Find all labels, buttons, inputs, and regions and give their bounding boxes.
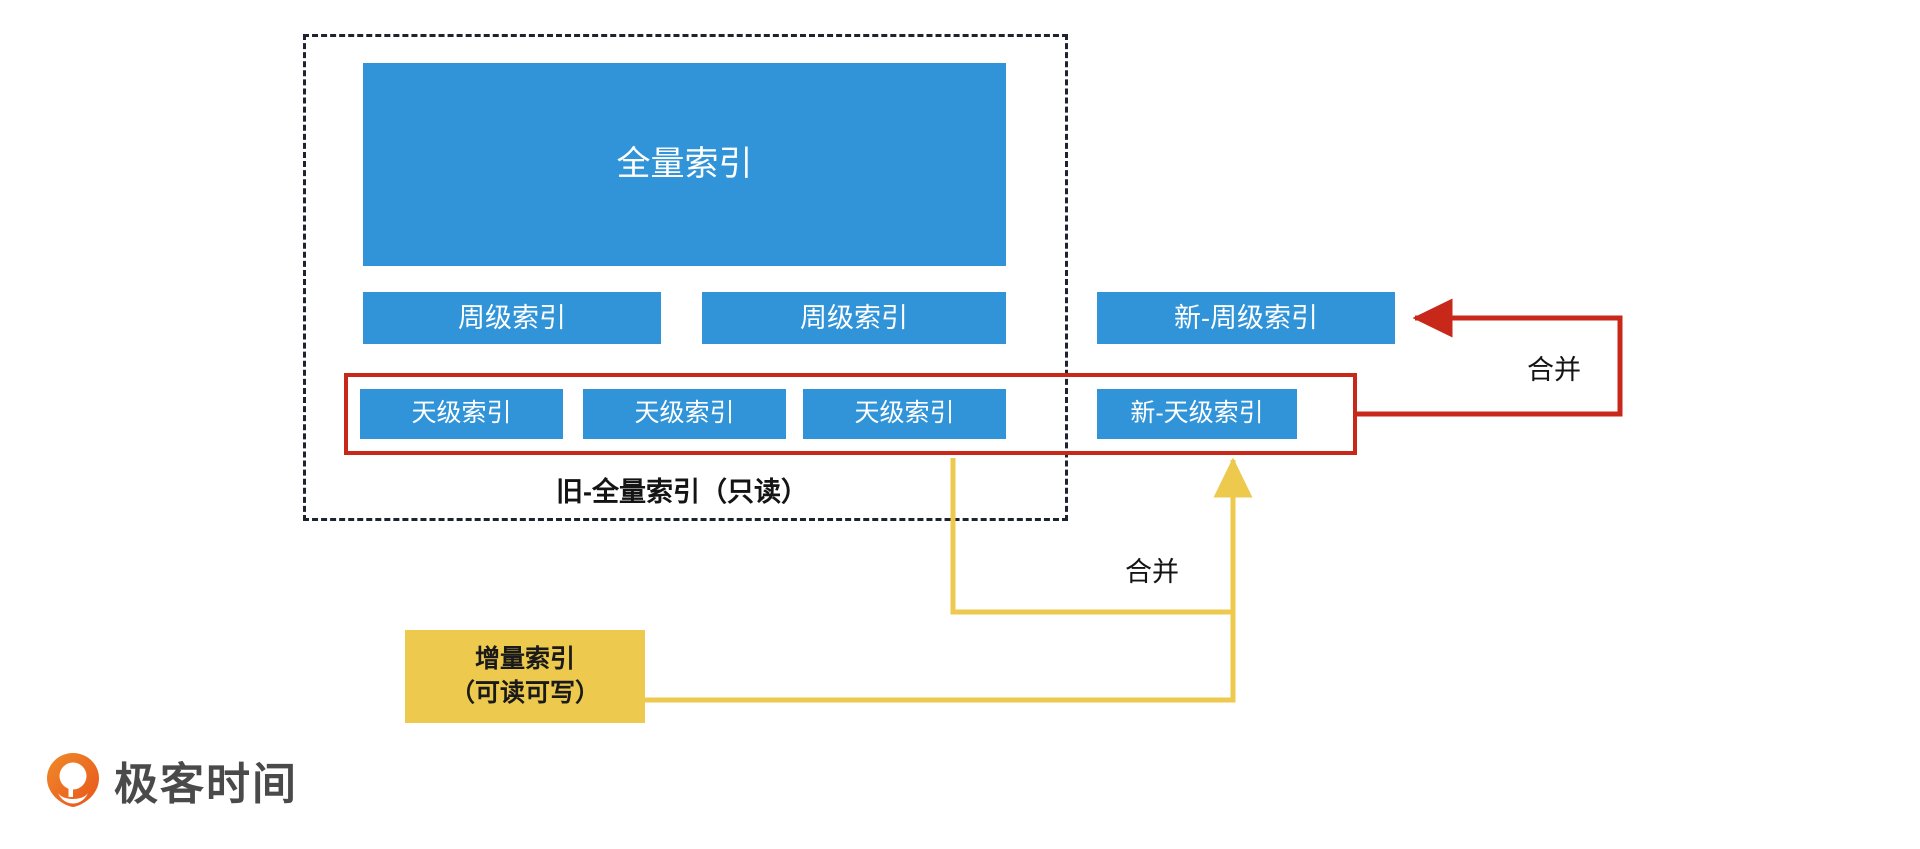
full-index-box[interactable]: 全量索引 [363, 63, 1006, 266]
week-index-box-1[interactable]: 周级索引 [363, 292, 661, 344]
new-day-index-box[interactable]: 新-天级索引 [1097, 389, 1297, 439]
incremental-index-label-line1: 增量索引 [474, 644, 575, 673]
incremental-index-label-line2: （可读可写） [449, 678, 600, 707]
brand-logo-text: 极客时间 [114, 759, 298, 810]
day-index-label-3: 天级索引 [854, 399, 955, 428]
brand-logo: 极客时间 [42, 748, 298, 812]
week-index-label-1: 周级索引 [458, 302, 566, 333]
day-index-box-3[interactable]: 天级索引 [803, 389, 1006, 439]
new-week-index-label: 新-周级索引 [1174, 302, 1318, 333]
merge-label-red: 合并 [1527, 355, 1581, 385]
new-week-index-box[interactable]: 新-周级索引 [1097, 292, 1395, 344]
full-index-label: 全量索引 [616, 144, 753, 183]
day-index-label-2: 天级索引 [634, 399, 735, 428]
incremental-index-box[interactable]: 增量索引 （可读可写） [405, 630, 645, 723]
day-index-merge-group [344, 373, 1357, 455]
old-full-index-caption: 旧-全量索引（只读） [556, 477, 808, 507]
day-index-box-2[interactable]: 天级索引 [583, 389, 786, 439]
day-index-label-1: 天级索引 [411, 399, 512, 428]
day-index-box-1[interactable]: 天级索引 [360, 389, 563, 439]
week-index-box-2[interactable]: 周级索引 [702, 292, 1006, 344]
merge-label-yellow: 合并 [1125, 557, 1179, 587]
week-index-label-2: 周级索引 [800, 302, 908, 333]
geek-time-pin-icon [42, 749, 104, 811]
new-day-index-label: 新-天级索引 [1130, 399, 1264, 428]
